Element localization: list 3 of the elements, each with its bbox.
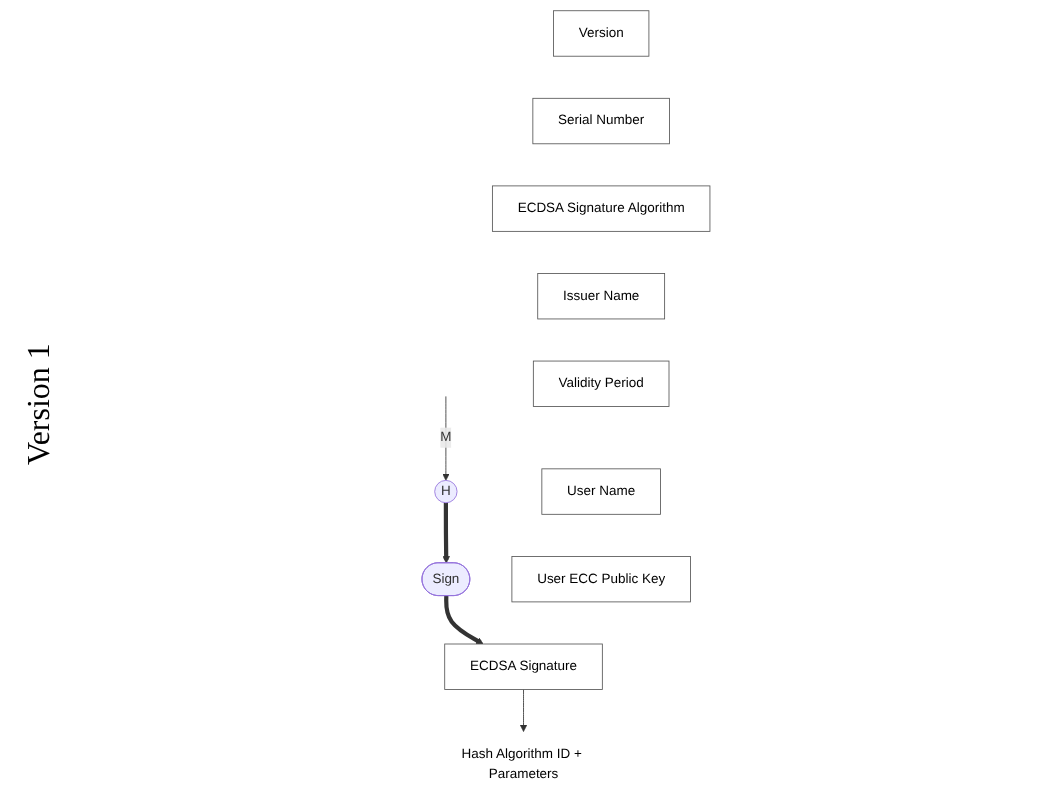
side-label: Version 1 xyxy=(22,342,58,464)
arrow xyxy=(444,594,484,644)
arrow xyxy=(442,501,450,563)
